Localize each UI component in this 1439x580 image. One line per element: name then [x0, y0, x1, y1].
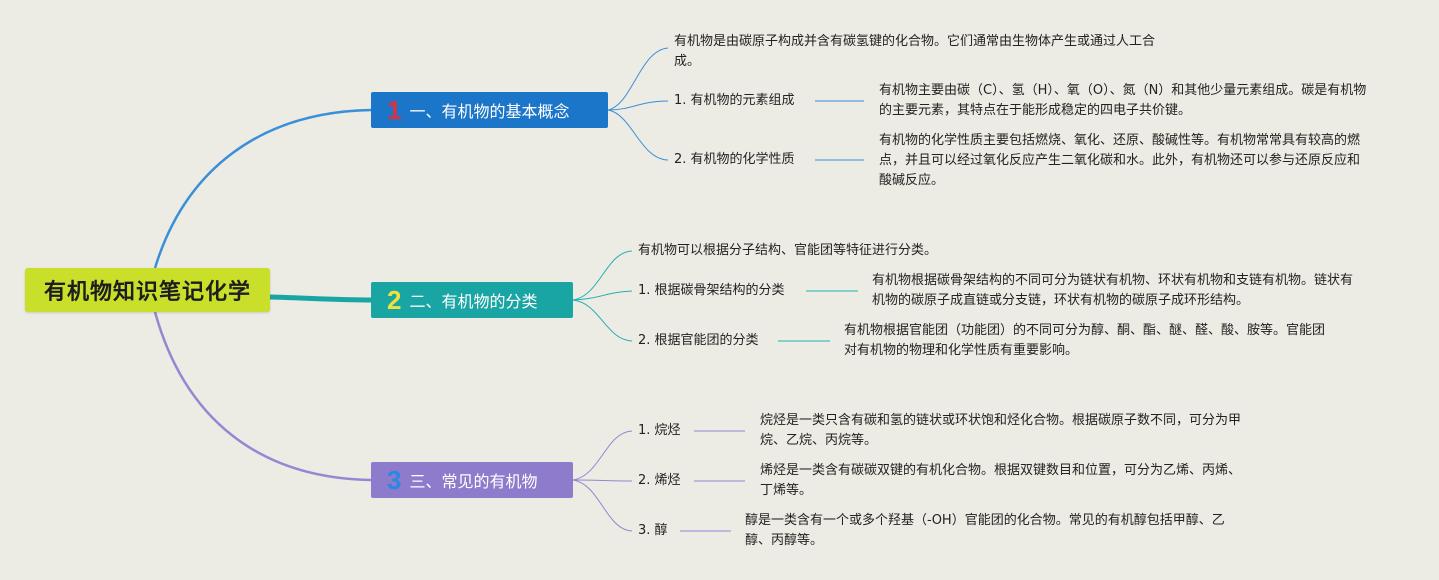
branch-2-topic[interactable]: 2 二、有机物的分类 [371, 282, 573, 318]
connector-root-branch-2 [269, 294, 372, 303]
branch-1-item-2-detail[interactable]: 有机物的化学性质主要包括燃烧、氧化、还原、酸碱性等。有机物常常具有较高的燃点，并… [879, 133, 1361, 188]
branch-1-number-badge: 1 [387, 94, 402, 125]
branch-3-item-2-detail[interactable]: 烯烃是一类含有碳碳双键的有机化合物。根据双键数目和位置，可分为乙烯、丙烯、丁烯等… [760, 463, 1242, 498]
branch-3-item-1[interactable]: 1. 烷烃 [638, 423, 681, 438]
branch-1-intro[interactable]: 有机物是由碳原子构成并含有碳氢键的化合物。它们通常由生物体产生或通过人工合成。 [674, 34, 1156, 69]
connector-b3-item-3 [572, 479, 633, 532]
branch-2-item-1-detail[interactable]: 有机物根据碳骨架结构的不同可分为链状有机物、环状有机物和支链有机物。链状有机物的… [872, 273, 1354, 308]
branch-2-item-2[interactable]: 2. 根据官能团的分类 [638, 333, 759, 348]
branch-3-number-badge: 3 [387, 464, 402, 495]
branch-2-item-1[interactable]: 1. 根据碳骨架结构的分类 [638, 283, 785, 298]
branch-3-item-2[interactable]: 2. 烯烃 [638, 473, 681, 488]
connector-b2-item-2 [572, 299, 633, 342]
connector-b1-item-1 [607, 100, 669, 111]
connector-b1-item-2 [607, 109, 669, 161]
branch-3-item-1-detail[interactable]: 烷烃是一类只含有碳和氢的链状或环状饱和烃化合物。根据碳原子数不同，可分为甲烷、乙… [760, 413, 1242, 448]
connector-b1-intro [607, 47, 669, 111]
branch-1-item-2[interactable]: 2. 有机物的化学性质 [674, 152, 795, 167]
connector-b3-item-2 [572, 479, 633, 482]
connector-b2-item-1 [572, 290, 633, 301]
branch-1-item-1-detail[interactable]: 有机物主要由碳（C）、氢（H）、氧（O）、氮（N）和其他少量元素组成。碳是有机物… [879, 83, 1367, 118]
branch-3-item-3[interactable]: 3. 醇 [638, 523, 668, 538]
branch-3-item-3-detail[interactable]: 醇是一类含有一个或多个羟基（-OH）官能团的化合物。常见的有机醇包括甲醇、乙醇、… [745, 513, 1225, 548]
branch-2-label: 二、有机物的分类 [409, 292, 538, 311]
branch-2-intro[interactable]: 有机物可以根据分子结构、官能团等特征进行分类。 [638, 243, 938, 258]
branch-1-item-1[interactable]: 1. 有机物的元素组成 [674, 93, 795, 108]
branch-3-topic[interactable]: 3 三、常见的有机物 [371, 462, 573, 498]
root-topic-label: 有机物知识笔记化学 [43, 280, 251, 305]
branch-1-label: 一、有机物的基本概念 [409, 102, 570, 121]
branch-2-item-2-detail[interactable]: 有机物根据官能团（功能团）的不同可分为醇、酮、酯、醚、醛、酸、胺等。官能团对有机… [844, 323, 1326, 358]
connector-root-branch-1 [153, 108, 372, 269]
connector-root-branch-3 [153, 311, 372, 482]
root-topic[interactable]: 有机物知识笔记化学 [25, 268, 270, 312]
connector-b2-intro [572, 250, 633, 301]
connector-b3-item-1 [572, 430, 633, 481]
branch-2-number-badge: 2 [387, 284, 402, 315]
branch-1-topic[interactable]: 1 一、有机物的基本概念 [371, 92, 608, 128]
branch-3-label: 三、常见的有机物 [409, 472, 538, 491]
